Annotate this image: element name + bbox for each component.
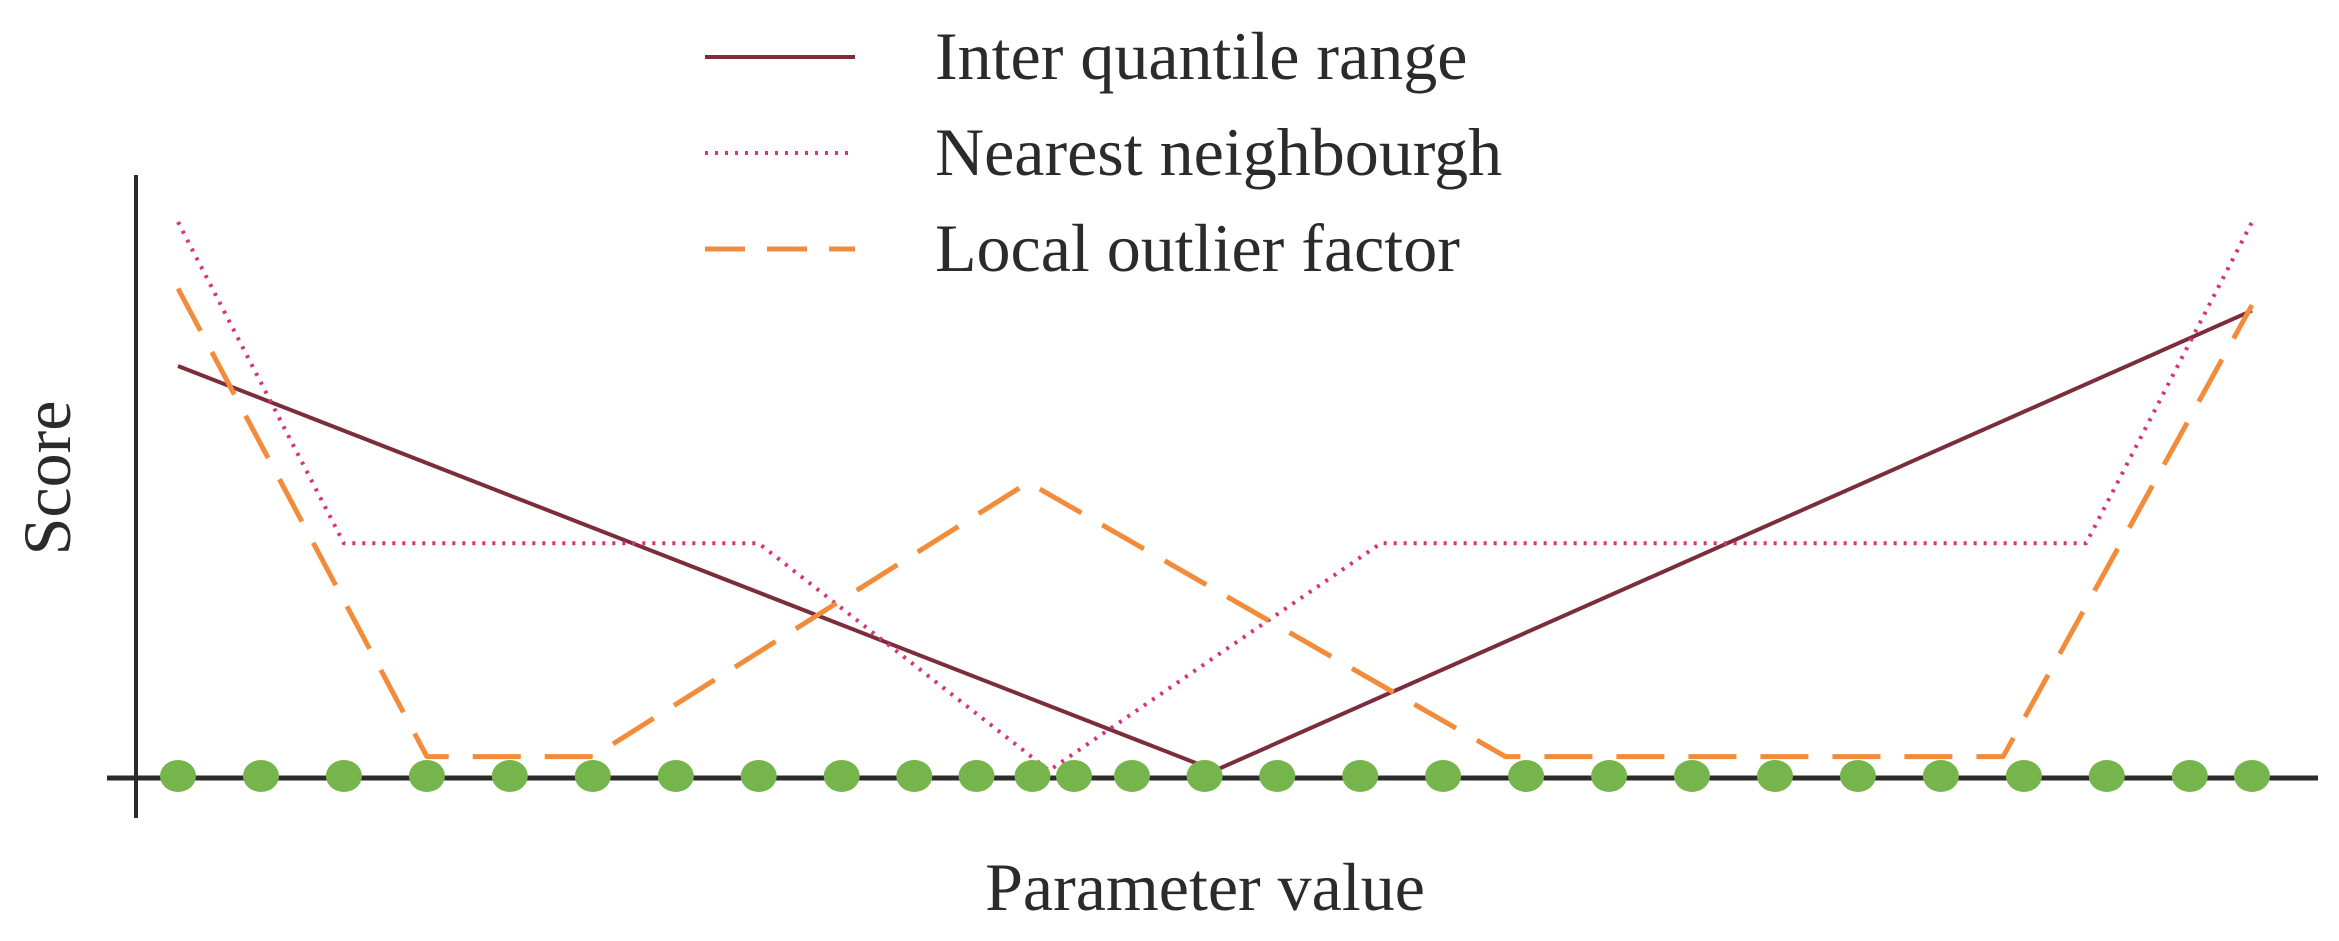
data-point-marker — [1922, 760, 1959, 792]
data-point-marker — [1674, 760, 1710, 792]
data-point-marker — [1425, 760, 1462, 792]
data-point-marker — [823, 760, 860, 792]
data-point-marker — [2005, 760, 2042, 792]
data-point-marker — [1186, 760, 1223, 792]
data-point-marker — [325, 760, 362, 792]
data-point-marker — [408, 760, 445, 792]
marker-layer — [160, 760, 2270, 792]
data-point-marker — [491, 760, 528, 792]
data-point-marker — [1114, 760, 1150, 792]
data-point-marker — [1014, 760, 1051, 792]
data-point-marker — [1342, 760, 1379, 792]
y-axis-title: Score — [9, 401, 85, 556]
legend-label-2: Nearest neighbourgh — [935, 114, 1502, 190]
data-point-marker — [2234, 760, 2270, 792]
data-point-marker — [2171, 760, 2208, 792]
legend-label-3: Local outlier factor — [935, 210, 1460, 286]
data-point-marker — [574, 760, 611, 792]
data-point-marker — [1757, 760, 1793, 792]
data-point-marker — [243, 760, 279, 792]
data-point-marker — [657, 760, 694, 792]
data-point-marker — [2088, 760, 2125, 792]
series-layer — [175, 221, 2255, 773]
data-point-marker — [740, 760, 777, 792]
data-point-marker — [1259, 760, 1296, 792]
series-line-3 — [175, 287, 2255, 760]
data-point-marker — [958, 760, 995, 792]
data-point-marker — [1591, 760, 1628, 792]
series-line-1 — [177, 308, 2253, 773]
data-point-marker — [896, 760, 933, 792]
legend-label-1: Inter quantile range — [935, 18, 1467, 94]
series-line-2 — [176, 221, 2254, 773]
x-axis-title: Parameter value — [985, 849, 1425, 925]
data-point-marker — [1508, 760, 1545, 792]
data-point-marker — [160, 760, 196, 792]
data-point-marker — [1056, 760, 1092, 792]
data-point-marker — [1839, 760, 1876, 792]
